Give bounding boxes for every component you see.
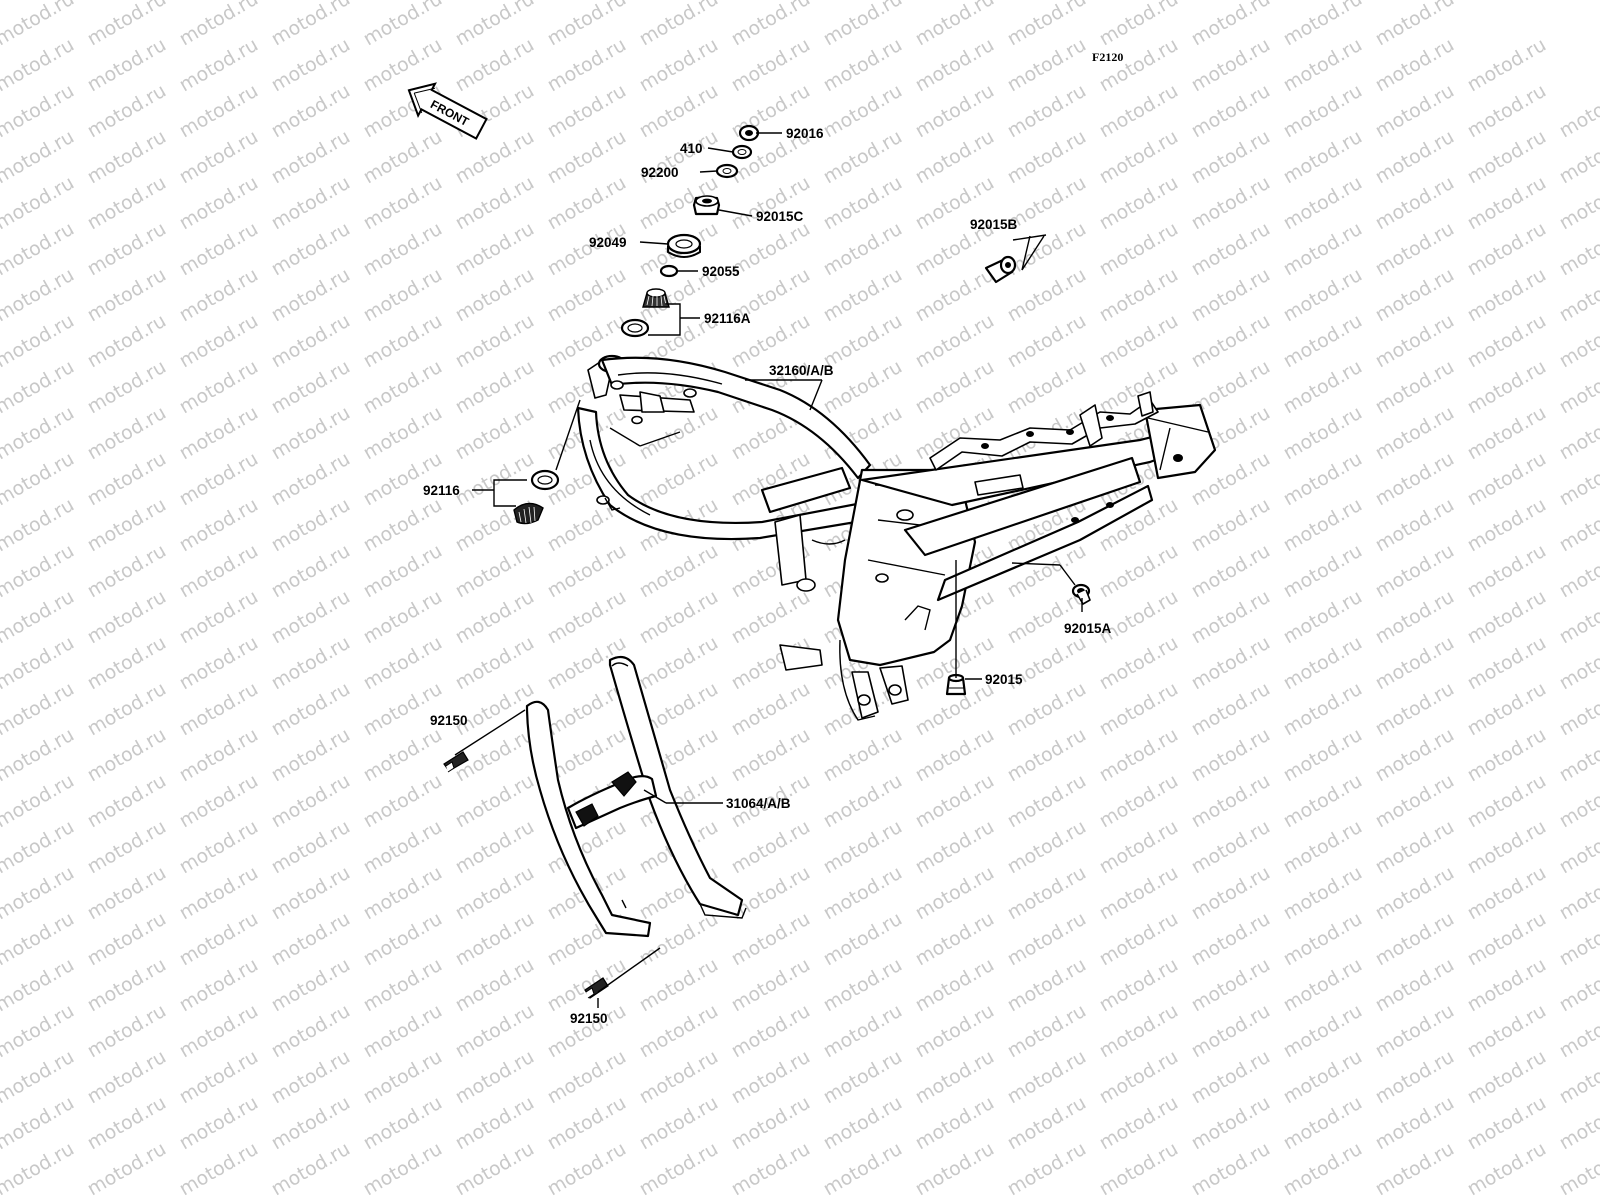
stem-nut-92015C xyxy=(692,195,721,216)
label-410: 410 xyxy=(680,141,703,156)
down-tubes-31064 xyxy=(525,655,747,938)
label-32160: 32160/A/B xyxy=(769,363,834,378)
seal-92049 xyxy=(666,233,702,258)
label-92116A: 92116A xyxy=(704,311,751,326)
race-92116A xyxy=(620,318,650,338)
main-frame-32160 xyxy=(576,354,1217,721)
figure-code: F2120 xyxy=(1092,50,1123,64)
nut-92015 xyxy=(945,673,967,696)
bolt-92015A xyxy=(1071,583,1091,605)
bearing-92116A xyxy=(642,288,670,308)
label-92116: 92116 xyxy=(423,483,460,498)
part-labels: 92016 410 92200 92015C 92049 92055 92116… xyxy=(423,126,1112,1026)
oring-92055 xyxy=(659,264,679,278)
label-92049: 92049 xyxy=(589,235,627,250)
label-92015C: 92015C xyxy=(756,209,804,224)
washer-92200 xyxy=(715,163,739,179)
lower-bearing-92116 xyxy=(513,469,560,525)
washer-410 xyxy=(731,144,753,160)
label-92015: 92015 xyxy=(985,672,1023,687)
label-92015B: 92015B xyxy=(970,217,1018,232)
bolt-92150-top xyxy=(443,751,469,773)
label-31064: 31064/A/B xyxy=(726,796,791,811)
label-92015A: 92015A xyxy=(1064,621,1112,636)
label-92055: 92055 xyxy=(702,264,740,279)
watermark-text: motod.ru xyxy=(1556,80,1600,143)
label-92016: 92016 xyxy=(786,126,824,141)
bolt-92150-bottom xyxy=(584,977,609,999)
label-92150-bottom: 92150 xyxy=(570,1011,608,1026)
bolt-92015B xyxy=(984,255,1017,284)
label-92150-top: 92150 xyxy=(430,713,468,728)
label-92200: 92200 xyxy=(641,165,679,180)
cap-nut-92016 xyxy=(738,124,760,142)
leader-lines xyxy=(454,132,1083,1008)
